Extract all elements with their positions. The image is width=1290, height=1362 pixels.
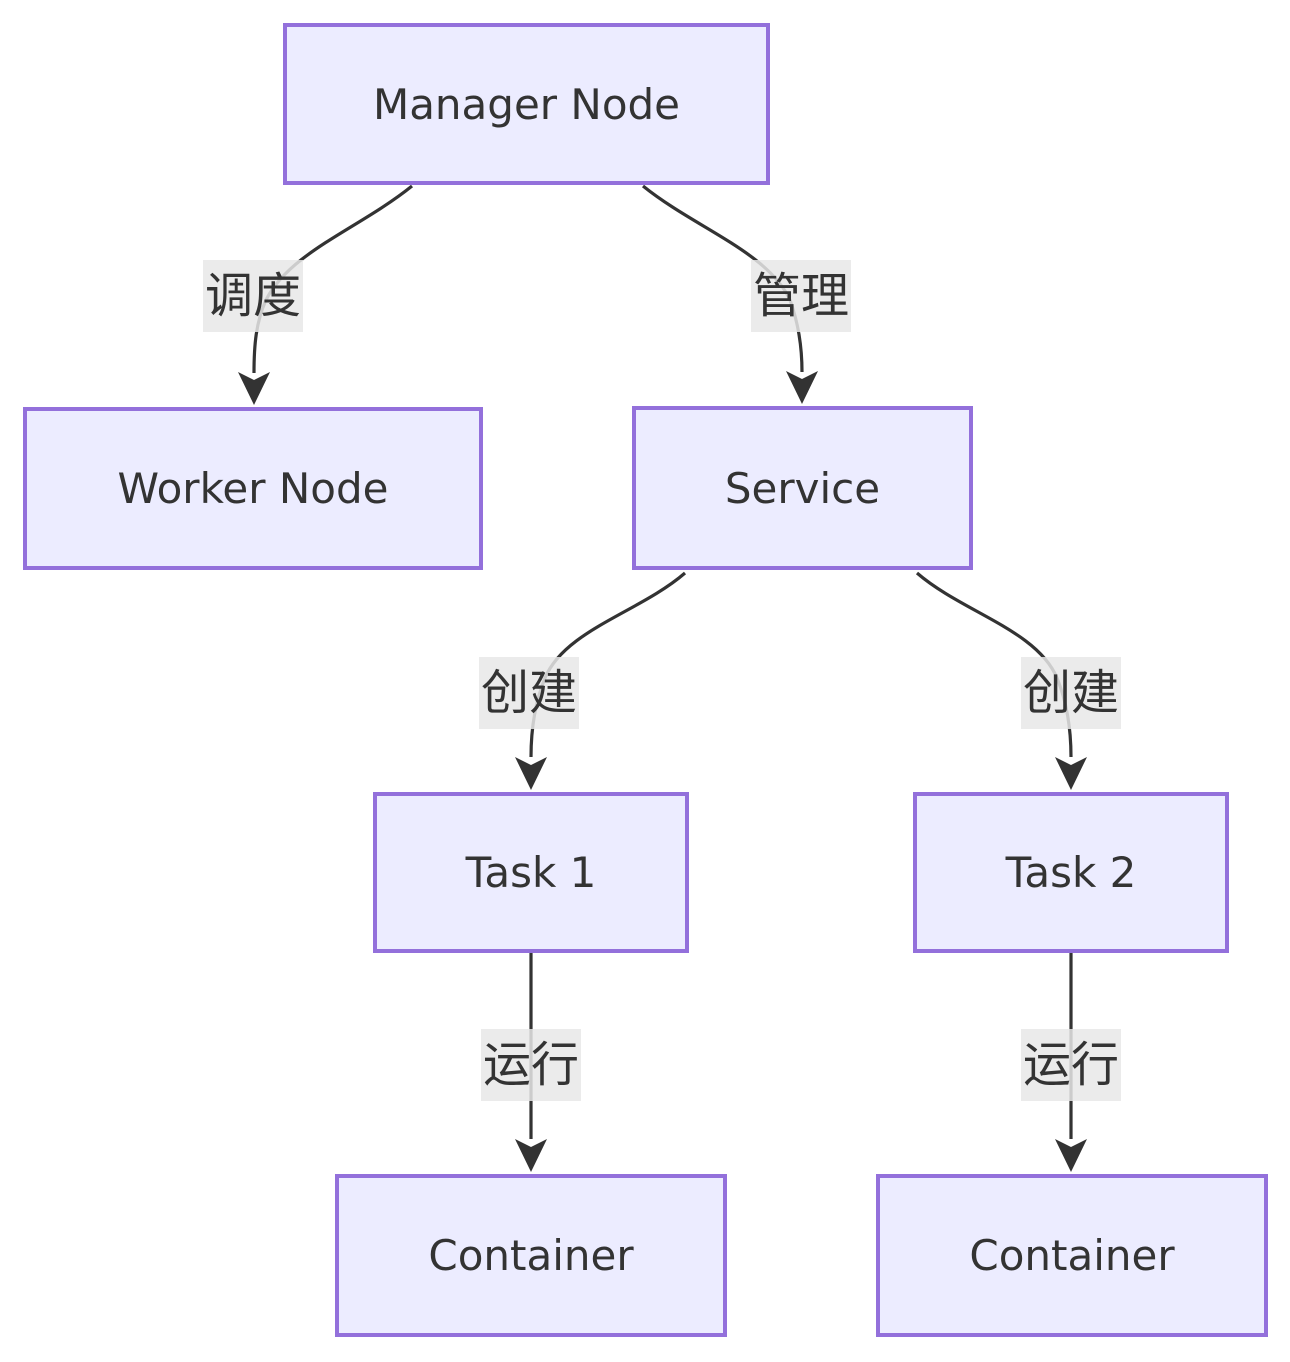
arrowhead-manager-worker (238, 372, 270, 405)
arrowhead-manager-service (786, 371, 818, 404)
node-task-2-label: Task 2 (1005, 848, 1137, 897)
arrowhead-task2-container2 (1055, 1139, 1087, 1172)
edge-label-run-2: 运行 (1021, 1029, 1121, 1101)
node-worker-node: Worker Node (23, 407, 483, 570)
node-container-2-label: Container (969, 1231, 1175, 1280)
arrowhead-service-task2 (1055, 757, 1087, 790)
arrowhead-task1-container1 (515, 1139, 547, 1172)
node-container-2: Container (876, 1174, 1268, 1337)
node-service-label: Service (724, 463, 881, 513)
node-container-1-label: Container (428, 1231, 634, 1280)
edge-label-schedule: 调度 (203, 260, 303, 332)
node-task-1-label: Task 1 (465, 848, 597, 897)
edge-label-create-1: 创建 (479, 657, 579, 729)
edge-label-manage: 管理 (751, 260, 851, 332)
node-task-2: Task 2 (913, 792, 1229, 953)
edge-label-create-2: 创建 (1021, 657, 1121, 729)
node-container-1: Container (335, 1174, 727, 1337)
node-task-1: Task 1 (373, 792, 689, 953)
edge-label-run-1: 运行 (481, 1029, 581, 1101)
node-manager-node: Manager Node (283, 23, 770, 185)
node-service: Service (632, 406, 973, 570)
node-worker-node-label: Worker Node (117, 464, 389, 513)
arrowhead-service-task1 (515, 757, 547, 790)
node-manager-node-label: Manager Node (372, 79, 681, 129)
